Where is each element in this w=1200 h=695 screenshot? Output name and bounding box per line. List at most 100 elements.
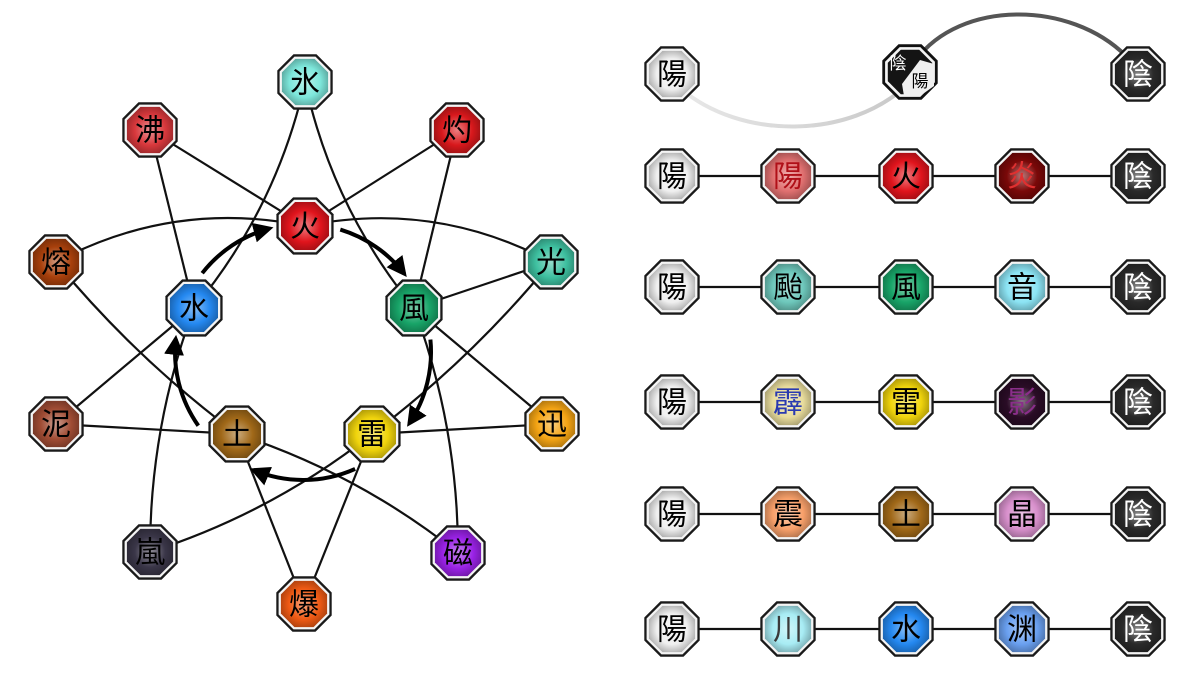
cycle-arrow — [249, 466, 356, 486]
node-fill — [1114, 490, 1162, 538]
node-fill — [882, 263, 930, 311]
node-fill — [528, 400, 576, 448]
node-fill — [998, 605, 1046, 653]
cycle-arrow — [339, 227, 407, 277]
node-wind-0: 颱 — [760, 259, 816, 315]
node-fill — [882, 605, 930, 653]
node-fill — [434, 529, 482, 577]
yin-node: 陰 — [1110, 259, 1166, 315]
node-fill — [764, 263, 812, 311]
node-fill — [1114, 152, 1162, 200]
node-glyph: 土 — [891, 498, 921, 533]
node-fill — [213, 410, 261, 458]
node-fill — [32, 400, 80, 448]
node-glyph: 光 — [536, 246, 566, 281]
node-glyph: 音 — [1007, 271, 1037, 306]
node-glyph: 風 — [891, 271, 921, 306]
yin-node: 陰 — [1110, 486, 1166, 542]
node-glyph: 水 — [179, 292, 209, 327]
node-glyph: 土 — [222, 418, 252, 453]
node-lightning-1: 雷 — [878, 374, 934, 430]
node-glyph: 颱 — [773, 271, 803, 306]
node-glyph: 嵐 — [135, 536, 165, 571]
cycle-arrow — [407, 339, 433, 427]
node-glyph: 陽 — [657, 386, 687, 421]
node-fire-1: 火 — [878, 148, 934, 204]
node-glyph: 灼 — [442, 114, 472, 149]
node-glyph: 川 — [773, 613, 803, 648]
yang-node: 陽 — [644, 46, 700, 102]
connection-line — [149, 433, 373, 554]
node-fill — [433, 106, 481, 154]
node-glyph: 陽 — [657, 271, 687, 306]
node-fire-2: 炎 — [994, 148, 1050, 204]
node-glyph: 爆 — [289, 588, 319, 623]
node-fill — [882, 378, 930, 426]
node-glyph: 陰 — [1123, 58, 1153, 93]
node-glyph: 磁 — [443, 537, 473, 572]
node-fill — [126, 106, 174, 154]
node-fill — [764, 605, 812, 653]
connection-line — [304, 217, 552, 263]
node-glyph: 泥 — [41, 408, 71, 443]
node-glyph: 陽 — [657, 58, 687, 93]
connection-line — [303, 81, 415, 309]
node-glyph: 雷 — [357, 418, 387, 453]
yin-node: 陰 — [1110, 148, 1166, 204]
node-lava: 熔 — [28, 234, 84, 290]
node-glyph: 陰 — [1123, 271, 1153, 306]
node-wind-1: 風 — [878, 259, 934, 315]
node-fill — [998, 152, 1046, 200]
node-fill — [1114, 50, 1162, 98]
yang-node: 陽 — [644, 486, 700, 542]
node-glyph: 陽 — [657, 498, 687, 533]
node-glyph: 火 — [290, 210, 320, 245]
node-fill — [882, 152, 930, 200]
node-ice: 氷 — [277, 54, 333, 110]
yang-node: 陽 — [644, 601, 700, 657]
node-fill — [998, 378, 1046, 426]
cycle-arrows — [164, 222, 433, 486]
yin-node: 陰 — [1110, 601, 1166, 657]
node-fill — [281, 58, 329, 106]
node-fire-0: 陽 — [760, 148, 816, 204]
node-earth: 土 — [208, 405, 266, 463]
cycle-arrow — [200, 222, 274, 275]
node-lightning: 雷 — [343, 405, 401, 463]
node-fill — [280, 580, 328, 628]
node-glyph: 沸 — [135, 114, 165, 149]
node-fill — [126, 528, 174, 576]
node-glyph: 陰 — [1123, 160, 1153, 195]
node-glyph: 霹 — [773, 386, 803, 421]
node-glyph: 氷 — [290, 66, 320, 101]
node-earth-1: 土 — [878, 486, 934, 542]
node-fill — [998, 490, 1046, 538]
node-fill — [1114, 263, 1162, 311]
node-mud: 泥 — [28, 396, 84, 452]
node-earth-2: 晶 — [994, 486, 1050, 542]
node-fill — [764, 152, 812, 200]
node-fill — [764, 490, 812, 538]
node-magnet: 磁 — [430, 525, 486, 581]
node-fill — [764, 378, 812, 426]
node-fill — [648, 605, 696, 653]
node-glyph: 陽 — [657, 613, 687, 648]
node-glyph: 水 — [891, 613, 921, 648]
node-glyph: 影 — [1007, 386, 1037, 421]
node-glyph: 熔 — [41, 246, 71, 281]
node-fill — [527, 238, 575, 286]
node-lightning-2: 影 — [994, 374, 1050, 430]
yin-node: 陰 — [1110, 374, 1166, 430]
node-glyph: 雷 — [891, 386, 921, 421]
node-fill — [281, 202, 329, 250]
node-fill — [348, 410, 396, 458]
node-water-2: 渊 — [994, 601, 1050, 657]
node-fill — [390, 284, 438, 332]
connection-line — [55, 216, 306, 263]
node-glyph: 陰 — [1123, 386, 1153, 421]
node-water-0: 川 — [760, 601, 816, 657]
node-swift: 迅 — [524, 396, 580, 452]
node-scorch: 灼 — [429, 102, 485, 158]
arc-left — [678, 82, 910, 129]
